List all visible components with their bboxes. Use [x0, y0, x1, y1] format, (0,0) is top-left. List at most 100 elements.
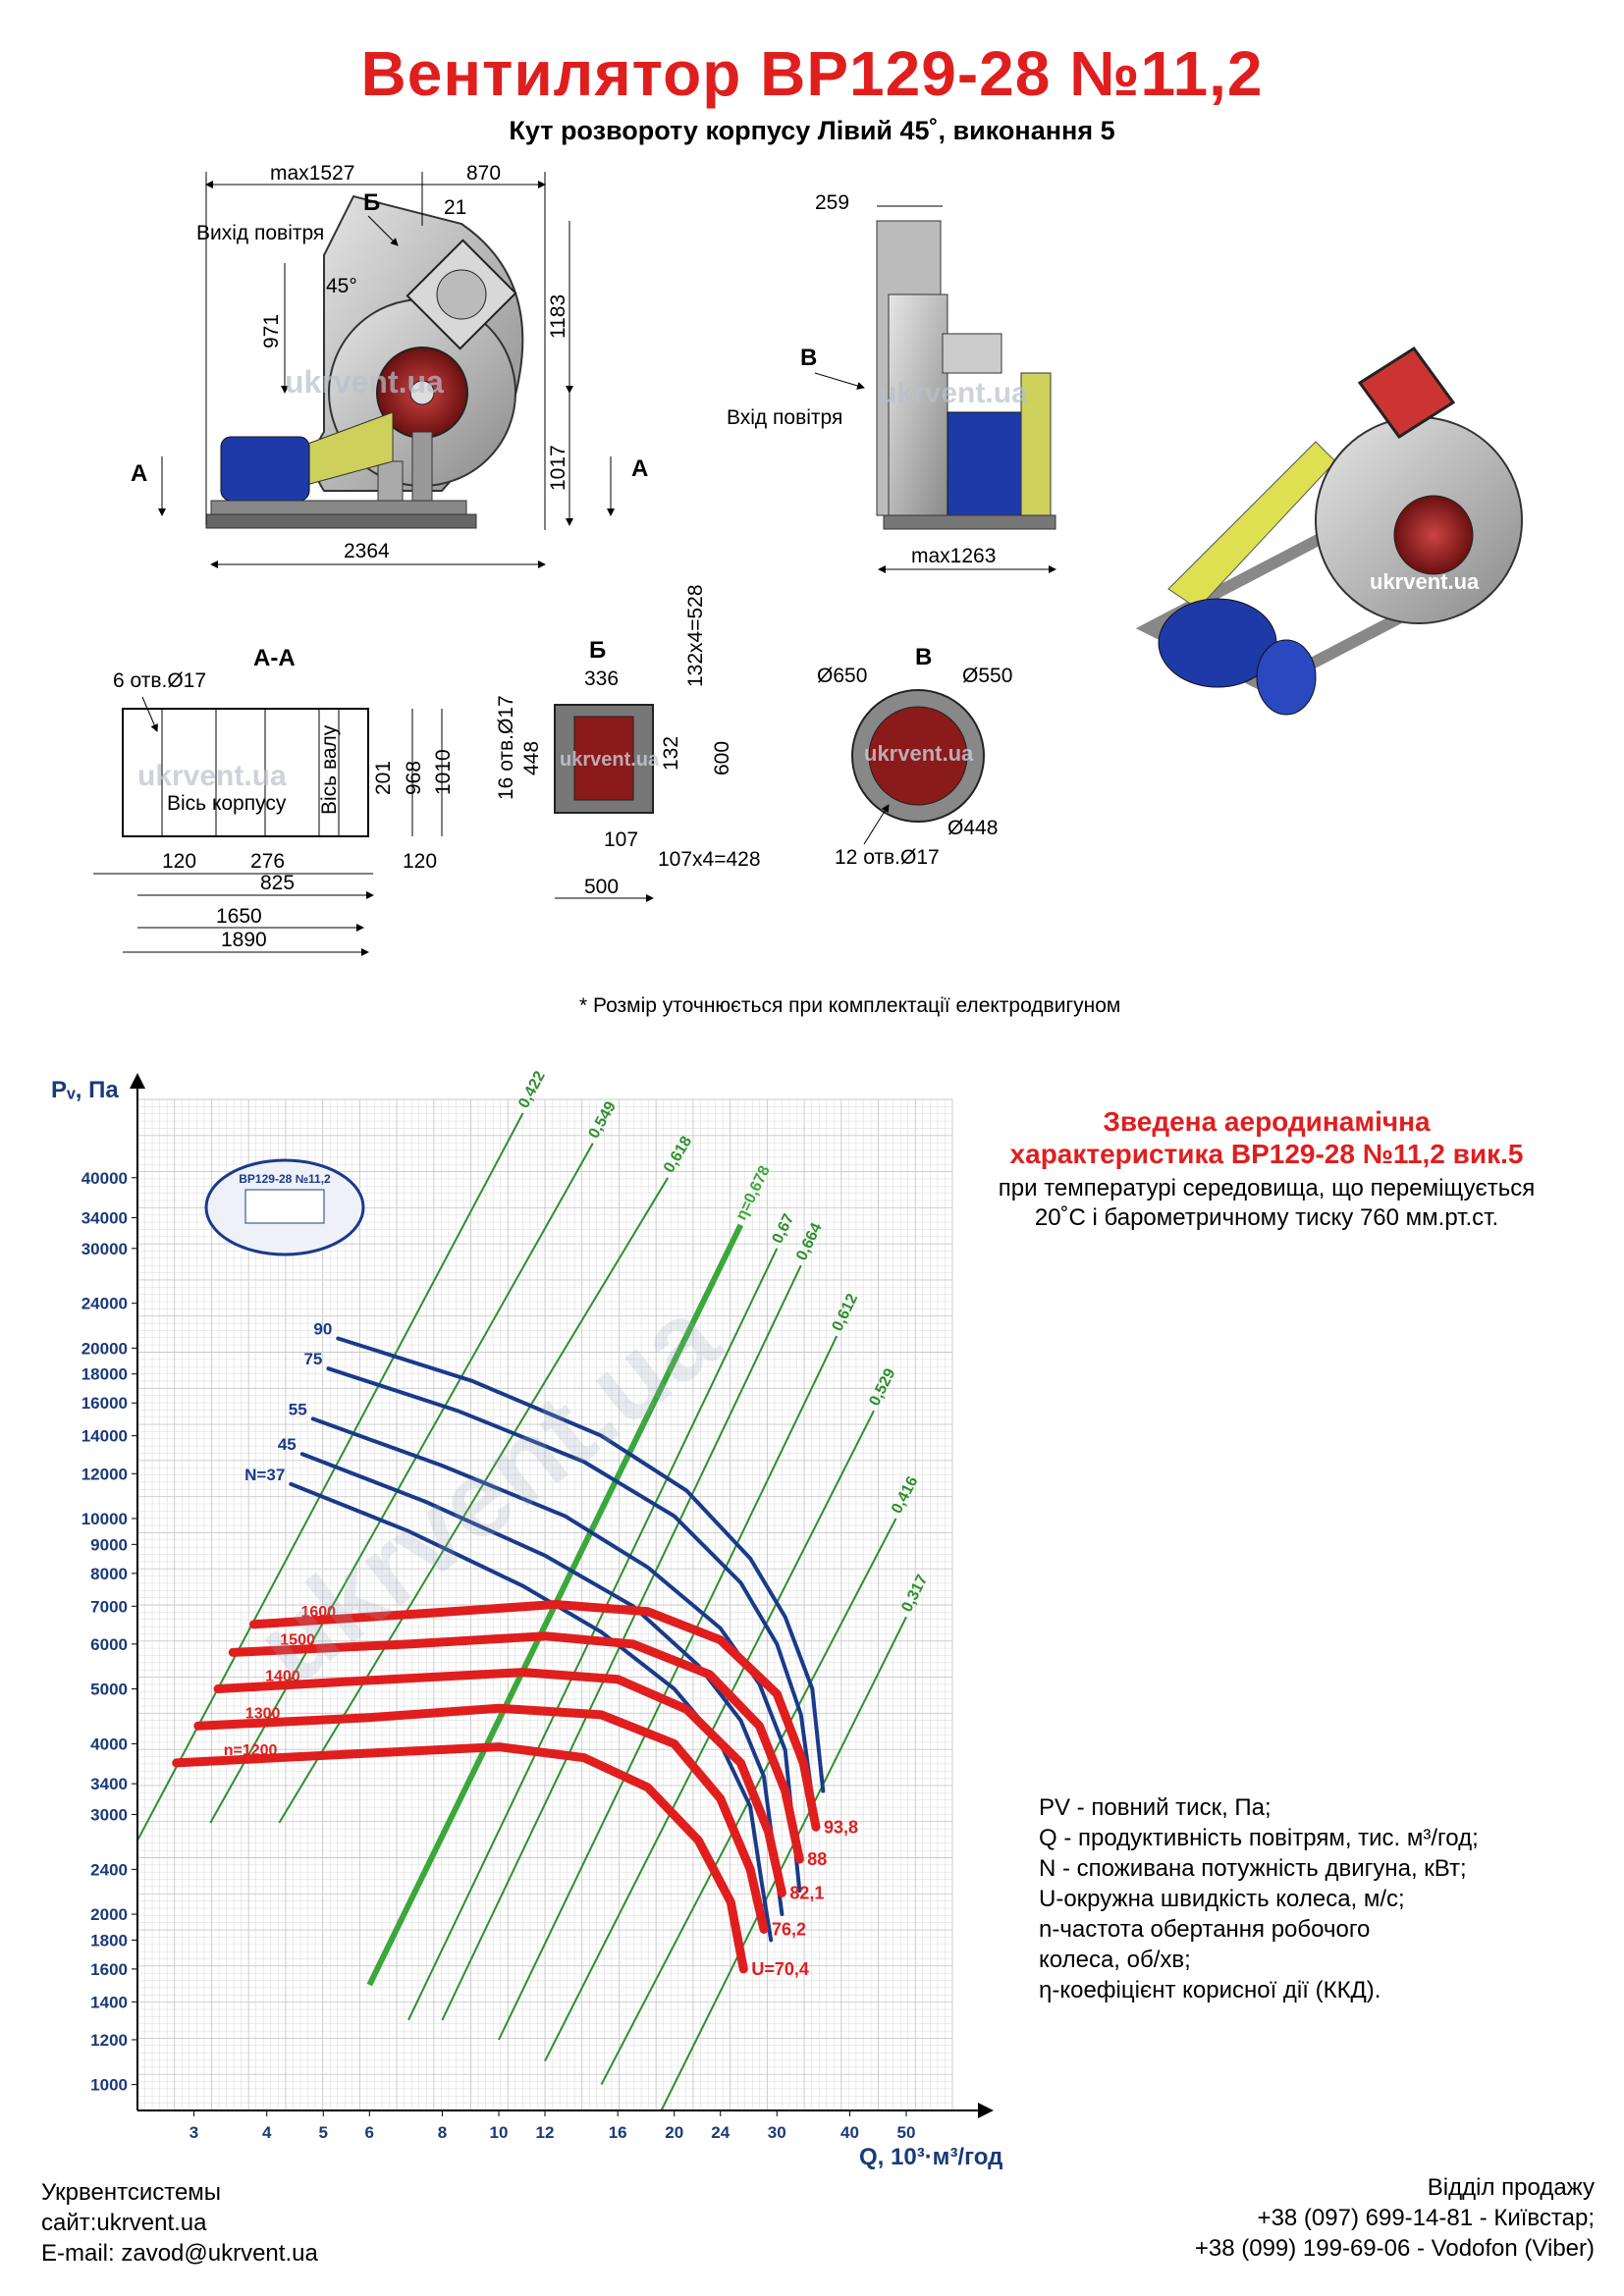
sales-phone-vodafone[interactable]: +38 (099) 199-69-06 - Vodofon (Viber) — [1194, 2235, 1595, 2262]
power-curve — [299, 1452, 785, 1916]
label-housing-axis: Вісь корпусу — [167, 792, 287, 815]
dim-500: 500 — [584, 876, 619, 898]
tip-speed-label: U=70,4 — [751, 1959, 809, 1979]
section-aa: А-А 6 отв.Ø17 Вісь корпусу Вісь валу 201… — [93, 645, 455, 956]
sales-contacts: Відділ продажу +38 (097) 699-14-81 - Киї… — [1195, 2172, 1595, 2264]
power-curve — [289, 1481, 774, 1943]
dim-1017: 1017 — [547, 445, 569, 491]
company-site[interactable]: сайт:ukrvent.ua — [41, 2210, 207, 2236]
label-a-left: А — [131, 460, 147, 487]
sales-phone-kyivstar[interactable]: +38 (097) 699-14-81 - Київстар; — [1257, 2205, 1595, 2231]
x-tick-label: 12 — [536, 2123, 555, 2142]
efficiency-label: 0,529 — [866, 1365, 898, 1408]
dim-d448: Ø448 — [947, 817, 998, 839]
speed-label: n=1200 — [224, 1742, 278, 1759]
x-tick-label: 50 — [897, 2123, 916, 2142]
efficiency-label: 0,549 — [585, 1098, 620, 1141]
dim-1010: 1010 — [432, 749, 455, 795]
y-tick-label: 9000 — [90, 1535, 128, 1554]
dim-120-right: 120 — [403, 850, 437, 873]
efficiency-line — [498, 1335, 839, 2041]
dim-d650: Ø650 — [817, 665, 867, 687]
dim-2364: 2364 — [344, 540, 390, 562]
speed-curve — [249, 1600, 821, 1832]
efficiency-label: 0,664 — [793, 1220, 826, 1263]
efficiency-line — [407, 1248, 779, 2021]
performance-chart: n=12001300140015001600N=37455575900,4220… — [51, 1068, 1002, 2170]
x-tick-label: 16 — [609, 2123, 627, 2142]
y-tick-label: 6000 — [90, 1635, 128, 1654]
y-axis-label: Pᵥ, Па — [51, 1077, 119, 1103]
y-tick-label: 1200 — [90, 2031, 128, 2050]
legend-pv: PV - повний тиск, Па; — [1039, 1794, 1272, 1821]
chart-cond-line2: 20˚С і барометричному тиску 760 мм.рт.ст… — [1034, 1204, 1499, 1231]
power-lines — [289, 1336, 826, 1943]
efficiency-label: 0,317 — [898, 1573, 931, 1616]
y-tick-label: 16000 — [81, 1394, 128, 1413]
efficiency-line — [660, 1616, 907, 2111]
power-label: N=37 — [244, 1466, 285, 1484]
legend-eta: η-коефіцієнт корисної дії (ККД). — [1039, 1977, 1381, 2003]
sales-title: Відділ продажу — [1427, 2174, 1595, 2201]
company-email[interactable]: E-mail: zavod@ukrvent.ua — [41, 2240, 318, 2267]
power-curve — [336, 1336, 826, 1793]
footnote: * Розмір уточнюється при комплектації ел… — [579, 994, 1121, 1017]
dim-968: 968 — [403, 761, 425, 795]
dim-6-holes: 6 отв.Ø17 — [113, 669, 206, 692]
tip-speed-label: 82,1 — [789, 1883, 824, 1902]
speed-label: 1300 — [245, 1705, 281, 1722]
watermark-front: ukrvent.ua — [879, 377, 1028, 409]
efficiency-label: 0,618 — [661, 1134, 695, 1176]
x-axis-label: Q, 10³·м³/год — [859, 2144, 1002, 2170]
dim-971: 971 — [260, 314, 283, 348]
watermark-side: ukrvent.ua — [285, 364, 444, 400]
efficiency-line — [209, 1143, 594, 1824]
y-tick-label: 2000 — [90, 1905, 128, 1924]
dim-16-holes: 16 отв.Ø17 — [495, 695, 517, 800]
dim-107x4: 107х4=428 — [658, 848, 761, 871]
stamp-text: ВР129-28 №11,2 — [239, 1172, 331, 1186]
x-tick-label: 5 — [319, 2123, 328, 2142]
dim-21: 21 — [444, 196, 466, 219]
watermark-aa: ukrvent.ua — [137, 760, 287, 792]
y-tick-label: 1000 — [90, 2076, 128, 2095]
company-info: Укрвентсистемы сайт:ukrvent.ua E-mail: z… — [41, 2177, 318, 2269]
speed-curve — [213, 1668, 786, 1897]
y-tick-label: 10000 — [81, 1510, 128, 1528]
dim-870: 870 — [466, 162, 501, 185]
efficiency-label: 0,422 — [515, 1068, 549, 1110]
dim-max1263: max1263 — [911, 545, 996, 567]
watermark-iso: ukrvent.ua — [1370, 569, 1480, 594]
x-tick-label: 30 — [768, 2123, 786, 2142]
dim-1650: 1650 — [216, 905, 262, 928]
dim-max1527: max1527 — [270, 162, 354, 185]
dim-259: 259 — [815, 191, 849, 214]
chart-legend: PV - повний тиск, Па; Q - продуктивність… — [1039, 1792, 1479, 2005]
speed-curve — [172, 1742, 748, 1974]
dim-336: 336 — [584, 667, 619, 690]
dim-120-left: 120 — [162, 850, 196, 873]
dim-825: 825 — [260, 872, 295, 894]
y-tick-label: 20000 — [81, 1339, 128, 1358]
y-tick-label: 2400 — [90, 1860, 128, 1879]
watermark-v: ukrvent.ua — [864, 741, 974, 766]
y-tick-label: 5000 — [90, 1681, 128, 1699]
y-tick-label: 3400 — [90, 1775, 128, 1793]
dim-132x4: 132х4=528 — [684, 584, 707, 687]
label-a-right: А — [631, 455, 648, 482]
tip-speed-label: 88 — [807, 1849, 827, 1869]
y-tick-label: 12000 — [81, 1465, 128, 1483]
y-tick-label: 14000 — [81, 1427, 128, 1446]
chart-stamp: ВР129-28 №11,2 — [204, 1158, 365, 1256]
x-tick-label: 6 — [365, 2123, 374, 2142]
label-air-inlet: Вхід повітря — [727, 406, 842, 429]
dim-600: 600 — [711, 741, 733, 775]
legend-n-speed-unit: колеса, об/хв; — [1039, 1947, 1191, 1973]
label-b-arrow: Б — [363, 189, 380, 216]
power-curve — [326, 1366, 817, 1817]
page-title: Вентилятор ВР129-28 №11,2 — [360, 38, 1264, 109]
y-tick-label: 1600 — [90, 1960, 128, 1979]
dim-107: 107 — [604, 828, 638, 851]
chart-cond-line1: при температурі середовища, що переміщує… — [998, 1175, 1536, 1201]
x-tick-label: 4 — [262, 2123, 272, 2142]
